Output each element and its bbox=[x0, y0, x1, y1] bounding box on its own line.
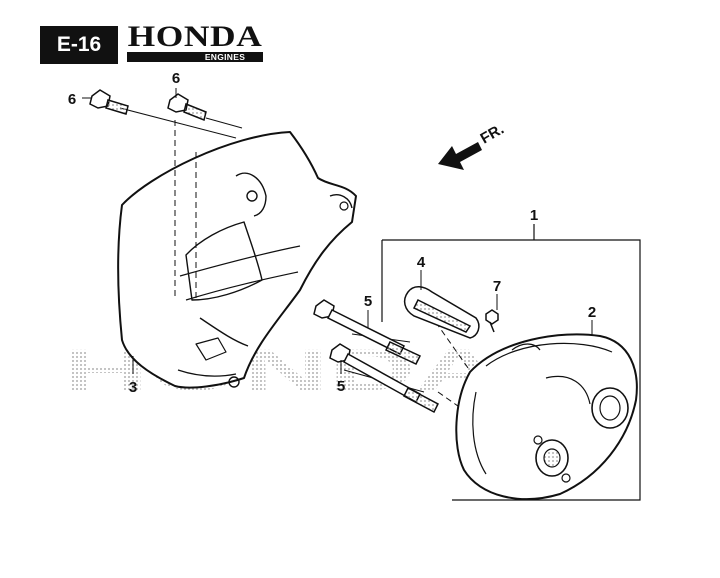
brand-logo-bar bbox=[127, 52, 263, 62]
spark-arrester bbox=[403, 286, 480, 339]
muffler-protector bbox=[117, 131, 357, 389]
callout-2: 2 bbox=[588, 304, 596, 321]
brand-logo-wordmark: HONDA bbox=[127, 20, 263, 53]
callout-5: 5 bbox=[337, 378, 345, 395]
arrow-left-down-icon bbox=[438, 142, 482, 170]
section-code-badge: E-16 bbox=[40, 26, 118, 64]
section-code: E-16 bbox=[56, 33, 102, 56]
leader-lines bbox=[82, 88, 593, 374]
bracket-outline bbox=[382, 239, 641, 501]
flange-bolt-right bbox=[167, 93, 207, 122]
long-bolt-upper bbox=[313, 299, 422, 365]
callout-6: 6 bbox=[68, 91, 76, 108]
callout-3: 3 bbox=[129, 379, 137, 396]
brand-logo-subtitle: ENGINES bbox=[204, 52, 246, 62]
flange-bolt-left bbox=[89, 89, 129, 115]
long-bolt-lower bbox=[329, 343, 439, 414]
tapping-screw bbox=[485, 309, 499, 333]
callout-5: 5 bbox=[364, 293, 372, 310]
assembly-bracket bbox=[381, 224, 641, 501]
front-direction-indicator: FR. bbox=[438, 121, 507, 170]
muffler bbox=[455, 333, 638, 501]
callout-6: 6 bbox=[172, 70, 180, 87]
guide-line bbox=[119, 107, 237, 139]
callout-labels: 1 2 3 4 5 5 6 6 7 bbox=[68, 70, 596, 396]
guide-line bbox=[205, 117, 243, 129]
callout-7: 7 bbox=[493, 278, 501, 295]
brand-logo: HONDA ENGINES bbox=[127, 20, 263, 62]
callout-1: 1 bbox=[530, 207, 538, 224]
guide-line bbox=[429, 313, 493, 403]
front-label: FR. bbox=[478, 121, 507, 148]
callout-4: 4 bbox=[417, 254, 426, 271]
